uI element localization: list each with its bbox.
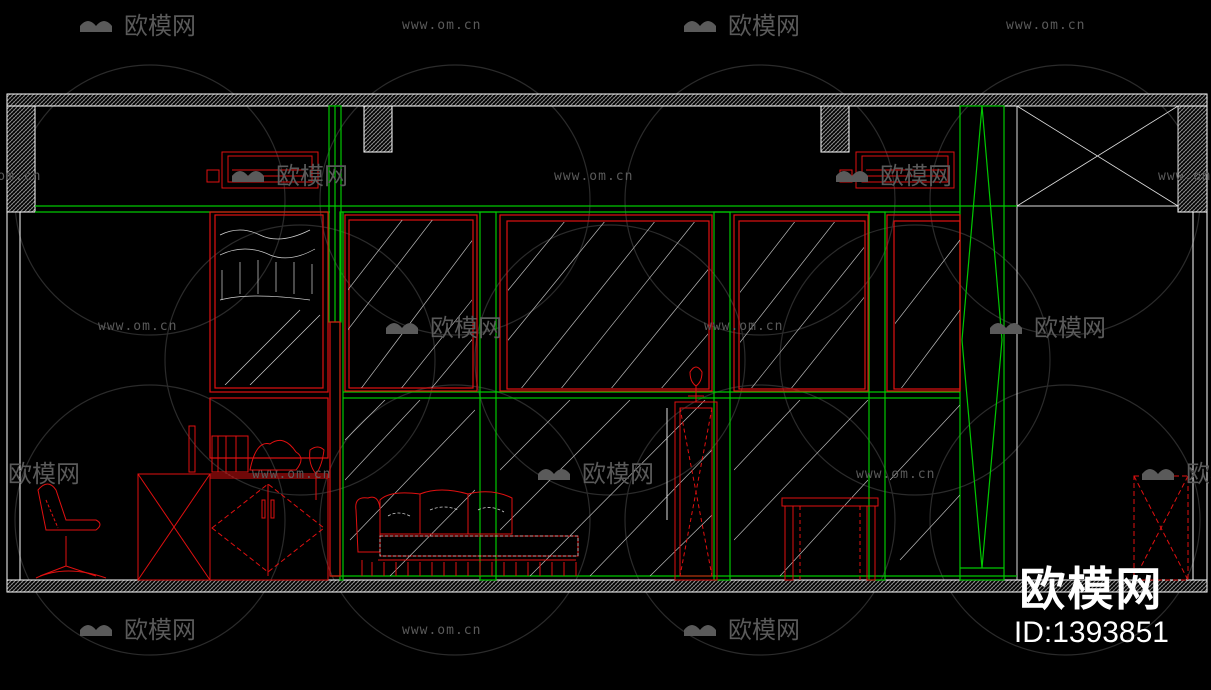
watermarks: 欧模网 www.om.cn 欧模网 www.om.cn www.om.cn 欧模… <box>0 12 1211 644</box>
glass-panels <box>209 211 961 577</box>
glass-partition-frames <box>35 105 1017 581</box>
sofa <box>355 489 579 576</box>
tall-cabinet <box>666 366 718 581</box>
watermark-text: 欧模网 <box>124 12 196 40</box>
brand-logo-text: 欧模网 <box>1019 562 1164 616</box>
watermark-url: www.om.cn <box>1006 18 1085 33</box>
watermark-url: www.om.cn <box>402 18 481 33</box>
watermark-text: 欧模网 <box>880 162 952 190</box>
right-column <box>1177 105 1208 213</box>
watermark-url: www.om.cn <box>98 319 177 334</box>
side-table <box>781 497 879 581</box>
watermark-text: 欧模网 <box>124 616 196 644</box>
watermark-url: www.om.cn <box>704 319 783 334</box>
glass-hatching <box>219 220 960 576</box>
watermark-url: www.om.cn <box>554 169 633 184</box>
desk-cabinet <box>137 425 329 581</box>
model-id-label: ID:1393851 <box>1013 616 1169 649</box>
watermark-url: www.om.cn <box>1158 169 1211 184</box>
watermark-text: 欧模网 <box>430 314 502 342</box>
watermark-url: www.om.cn <box>856 467 935 482</box>
beam-2 <box>820 105 850 153</box>
floor-slab <box>6 579 1208 593</box>
office-chair <box>35 483 107 579</box>
void-box <box>1016 105 1179 207</box>
watermark-url: www.om.cn <box>0 169 41 184</box>
watermark-text: 欧模网 <box>728 616 800 644</box>
watermark-url: www.om.cn <box>402 623 481 638</box>
watermark-text: 欧模网 <box>8 460 80 488</box>
watermark-text: 欧模网 <box>276 162 348 190</box>
wall-structure <box>6 93 1208 593</box>
ceiling-slab <box>6 93 1208 107</box>
watermark-text: 欧模网 <box>728 12 800 40</box>
watermark-text: 欧模网 <box>582 460 654 488</box>
watermark-text: 欧模网 <box>1034 314 1106 342</box>
beam-1 <box>363 105 393 153</box>
brand-mark: 欧模网 ID:1393851 <box>1014 566 1169 648</box>
left-column <box>6 105 36 213</box>
watermark-url: www.om.cn <box>252 467 331 482</box>
sofa-detail <box>379 506 579 557</box>
air-conditioner-right <box>839 151 955 189</box>
watermark-text: 欧模网 <box>1186 460 1211 488</box>
